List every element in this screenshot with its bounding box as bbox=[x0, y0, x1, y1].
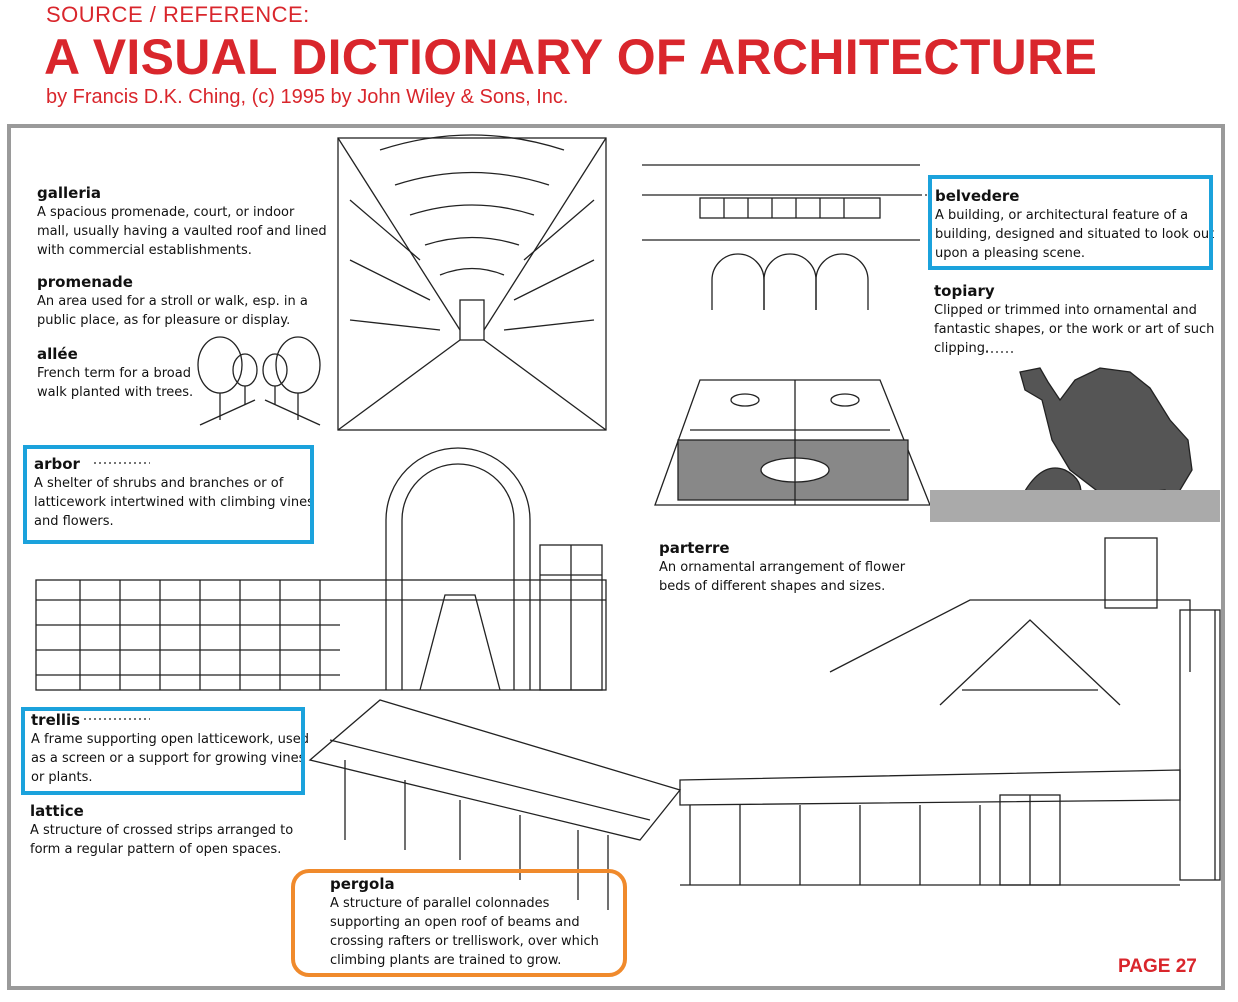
parterre-illustration bbox=[654, 379, 931, 506]
term-word: galleria bbox=[37, 184, 101, 202]
byline: by Francis D.K. Ching, (c) 1995 by John … bbox=[46, 86, 569, 108]
term-definition: A spacious promenade, court, or indoor m… bbox=[37, 205, 327, 258]
term-word: parterre bbox=[659, 539, 730, 557]
leader-lines bbox=[84, 194, 1015, 720]
term-parterre: parterre An ornamental arrangement of fl… bbox=[659, 539, 905, 596]
galleria-illustration bbox=[337, 134, 607, 431]
term-word: arbor bbox=[34, 455, 80, 473]
term-galleria: galleria A spacious promenade, court, or… bbox=[37, 184, 327, 260]
pergola-illustration bbox=[308, 537, 1221, 910]
term-word: trellis bbox=[31, 711, 81, 729]
term-promenade: promenade An area used for a stroll or w… bbox=[37, 273, 308, 330]
term-belvedere: belvedere A building, or architectural f… bbox=[935, 187, 1214, 263]
term-allee: allée French term for a broad walk plant… bbox=[37, 345, 193, 402]
term-lattice: lattice A structure of crossed strips ar… bbox=[30, 802, 293, 859]
term-trellis: trellis A frame supporting open latticew… bbox=[31, 711, 309, 787]
term-definition: A structure of crossed strips arranged t… bbox=[30, 823, 294, 857]
allee-illustration bbox=[197, 336, 321, 426]
highlight-pergola bbox=[291, 869, 627, 977]
term-arbor: arbor A shelter of shrubs and branches o… bbox=[34, 455, 314, 531]
term-definition: French term for a broad walk planted wit… bbox=[37, 366, 194, 400]
topiary-illustration bbox=[930, 367, 1220, 522]
term-word: belvedere bbox=[935, 187, 1020, 205]
term-word: pergola bbox=[330, 875, 395, 893]
term-definition: A structure of parallel colonnades suppo… bbox=[330, 896, 599, 968]
belvedere-illustration bbox=[642, 164, 920, 310]
term-word: promenade bbox=[37, 273, 133, 291]
term-definition: A building, or architectural feature of … bbox=[935, 208, 1215, 261]
term-definition: A shelter of shrubs and branches or of l… bbox=[34, 476, 314, 529]
term-definition: An area used for a stroll or walk, esp. … bbox=[37, 294, 308, 328]
term-word: lattice bbox=[30, 802, 84, 820]
source-label: SOURCE / REFERENCE: bbox=[46, 2, 310, 27]
term-definition: An ornamental arrangement of flower beds… bbox=[659, 560, 906, 594]
highlight-belvedere bbox=[928, 175, 1213, 270]
term-definition: A frame supporting open latticework, use… bbox=[31, 732, 309, 785]
term-word: topiary bbox=[934, 282, 995, 300]
term-word: allée bbox=[37, 345, 78, 363]
arbor-illustration bbox=[35, 447, 607, 691]
page-number: PAGE 27 bbox=[1118, 956, 1197, 977]
term-topiary: topiary Clipped or trimmed into ornament… bbox=[934, 282, 1214, 358]
page-title: A VISUAL DICTIONARY OF ARCHITECTURE bbox=[44, 29, 1098, 85]
highlight-trellis bbox=[21, 707, 305, 795]
highlight-arbor bbox=[23, 445, 314, 544]
term-definition: Clipped or trimmed into ornamental and f… bbox=[934, 303, 1215, 356]
term-pergola: pergola A structure of parallel colonnad… bbox=[330, 875, 599, 970]
